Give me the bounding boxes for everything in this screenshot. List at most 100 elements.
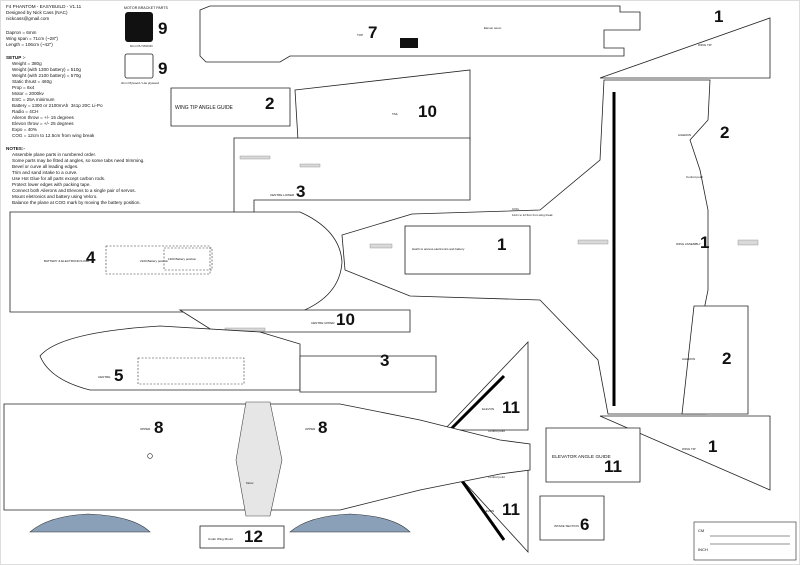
part-2-aileron-bottom-number: 2: [722, 349, 731, 368]
part-5-number: 5: [114, 366, 123, 385]
servo-mount: [400, 38, 418, 48]
part-1-battery-hatch: [404, 225, 531, 275]
setup-line: Elevon throw = +/- 25 degrees: [12, 121, 74, 126]
motor-bracket-caption: 6mm PLYWOOD: [130, 44, 153, 48]
part-7-number: 7: [368, 23, 377, 42]
setup-line: Battery = 1300 or 2100mAh 3s1p 20C Li-Po: [12, 103, 103, 108]
battery-2100-outline: [105, 245, 211, 275]
wingtip-bottom-label: WING TIP: [682, 447, 696, 451]
centre-upper-label: CENTRE UPPER: [311, 321, 335, 325]
servo-label: Elevon servo: [484, 26, 502, 30]
slot: [299, 163, 321, 168]
ruler-inch-label: INCH: [698, 547, 708, 552]
part-4-number: 4: [86, 248, 96, 267]
part-8-left-number: 8: [154, 418, 163, 437]
part-1-battery-number: 1: [497, 235, 506, 254]
part-4-battery-pad: [9, 211, 343, 313]
part-9-bottom: 9: [158, 59, 167, 78]
ply-caption: 3mm Plywood / Lite plywood: [121, 81, 159, 85]
ruler-cm-label: CM: [698, 528, 704, 533]
tail-label: TAIL: [392, 112, 398, 116]
battery-hatch-text: Hatch to access electronics and battery: [412, 247, 465, 251]
setup-line: Prop = 6x4: [12, 85, 35, 90]
canopy-right: [289, 513, 411, 533]
control-point-elevon-bottom: Control point: [488, 475, 505, 479]
wing-root-shading: [235, 401, 283, 517]
control-point-elevon-top: Control point: [488, 429, 505, 433]
elevon-top-spar: [448, 374, 506, 432]
part-11-guide-number: 11: [604, 457, 622, 476]
slot: [577, 239, 609, 245]
part-1-wingtip-bottom: [599, 415, 771, 491]
part-11-elevon-top: [443, 341, 529, 431]
part-3-lower-number: 3: [380, 351, 389, 370]
battery-pad-label: BATTERY & ELECTRONICS PAD: [44, 259, 90, 263]
part-10-tail-number: 10: [418, 102, 437, 121]
designer: Designed by Nick Cass (NAC): [6, 10, 68, 15]
note-line: Bevel or curve all leading edges.: [12, 164, 79, 169]
plan-title: F4 PHANTOM - EASYBUILD - V1.11: [6, 4, 82, 9]
notes-title: NOTES:-: [6, 146, 25, 151]
note-line: Mount eletronics and battery using Velcr…: [12, 194, 98, 199]
under-wing-label: Under Wing Mount: [208, 537, 233, 541]
part-3-number: 3: [296, 182, 305, 201]
part-3-lower: [299, 355, 437, 393]
part-9-top: 9: [158, 19, 167, 38]
part-12-under-wing: [199, 525, 285, 549]
scale-ruler: CM INCH: [693, 521, 797, 561]
centre-lower-label: CENTRE LOWER: [270, 193, 295, 197]
setup-line: Static thrust = 460g: [12, 79, 52, 84]
aileron-top-label: AILERON: [678, 133, 691, 137]
upper-left-label: UPPER: [140, 427, 151, 431]
part-11-elevon-top-number: 11: [502, 398, 520, 417]
setup-line: Weight (with 1300 battery) = 510g: [12, 67, 81, 72]
intake-label: INTAKE SECTION: [554, 524, 579, 528]
dimension-line: Dapron = 6mm: [6, 30, 37, 35]
setup-line: Expo = 40%: [12, 127, 37, 132]
note-line: Assemble plane parts in numbered order.: [12, 152, 97, 157]
part-6-intake: [539, 495, 605, 541]
designer-email: nickcass@gmail.com: [6, 16, 50, 21]
setup-line: ESC = 25A minimum: [12, 97, 55, 102]
part-1-wing-number: 1: [700, 233, 709, 252]
setup-line: Weight = 380g: [12, 61, 42, 66]
part-2-aileron-bottom: [681, 305, 749, 415]
control-point-wing: Control point: [686, 175, 703, 179]
motor-bracket-label: MOTOR BRACKET PARTS: [124, 6, 168, 10]
wing-tip-guide-label: WING TIP ANGLE GUIDE: [175, 105, 234, 111]
wingtip-top-label: WING TIP: [698, 43, 712, 47]
part-10-upper-number: 10: [336, 310, 355, 329]
part-2-guide: [170, 87, 291, 127]
centre-label: CENTRE: [98, 375, 110, 379]
setup-line: Weight (with 2100 battery) = 570g: [12, 73, 81, 78]
dimension-line: Length = 106cm (~42"): [6, 42, 53, 47]
part-12-number: 12: [244, 527, 263, 546]
elevator-guide-label: ELEVATOR ANGLE GUIDE: [552, 454, 611, 460]
part-11-elevon-bottom-number: 11: [502, 500, 520, 519]
part-1-wingtip-top: [599, 17, 771, 79]
setup-line: COG = 12cm to 12.5cm from wing break: [12, 133, 95, 138]
battery-2100-label: 2100 Battery position: [140, 259, 169, 263]
note-line: Some parts may be fitted at angles, so s…: [12, 158, 145, 163]
note-line: Protect lower edges with packing tape.: [12, 182, 91, 187]
note-line: Balance the plane at COG mark by moving …: [12, 200, 141, 205]
note-line: Trim and sand intake to a curve.: [12, 170, 78, 175]
dimension-line: Wing span = 71cm (~28"): [6, 36, 58, 41]
motor-label: Motor: [246, 481, 254, 485]
note-line: Connect both Ailerons and Elevons to a s…: [12, 188, 136, 193]
part-8-right-number: 8: [318, 418, 327, 437]
canopy-left: [29, 513, 151, 533]
part-6-number: 6: [580, 515, 589, 534]
upper-right-label: UPPER: [305, 427, 316, 431]
part-2-aileron-top-number: 2: [720, 123, 729, 142]
motor-bracket-plate: [125, 12, 153, 42]
setup-line: Radio = 4CH: [12, 109, 39, 114]
wing-assembly-label: WING ASSEMBLY: [676, 242, 701, 246]
setup-line: Aileron throw = +/- 15 degrees: [12, 115, 74, 120]
setup-title: SETUP :-: [6, 55, 26, 60]
note-line: Use Hot Glue for all parts except carbon…: [12, 176, 106, 181]
slot: [369, 243, 393, 249]
part-7-label: TOP: [357, 33, 363, 37]
fuselage-dash-box: [137, 357, 245, 385]
aileron-bottom-label: AILERON: [682, 357, 695, 361]
